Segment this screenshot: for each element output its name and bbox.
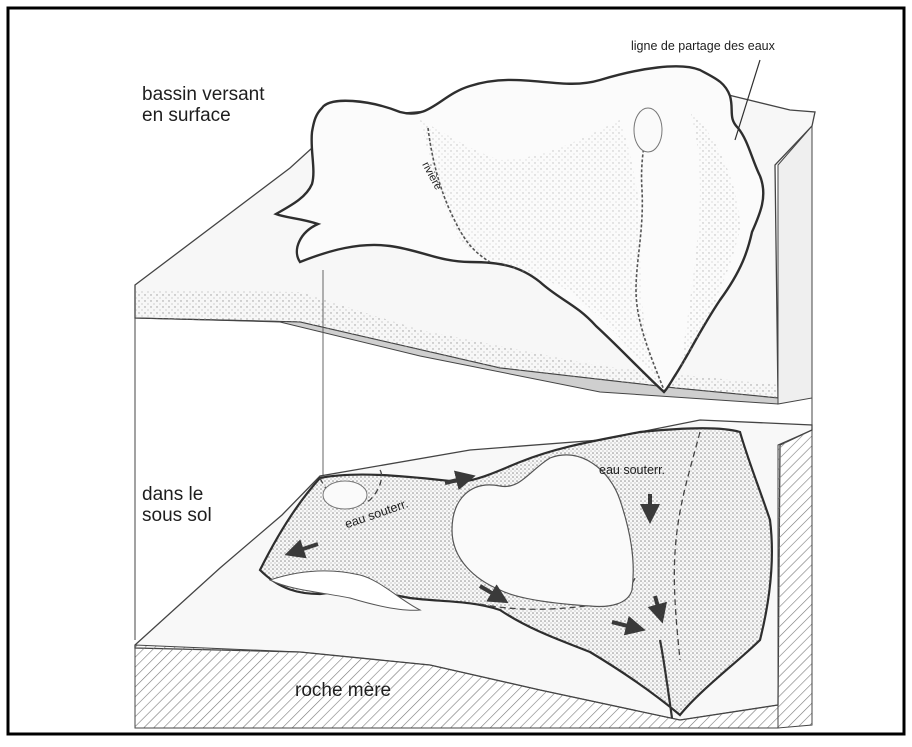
upper-block-right-face — [778, 126, 812, 404]
label-surface-basin-text: bassin versant en surface — [142, 84, 265, 126]
label-subsoil-text: dans le sous sol — [142, 484, 212, 526]
label-surface-basin: bassin versant en surface — [142, 84, 265, 126]
label-groundwater-right: eau souterr. — [599, 463, 665, 477]
label-bedrock: roche mère — [295, 680, 391, 701]
hill-knob — [634, 108, 662, 152]
small-knob — [323, 481, 367, 509]
label-subsoil: dans le sous sol — [142, 484, 212, 526]
label-watershed-divide: ligne de partage des eaux — [631, 39, 775, 53]
lower-block-right-face — [778, 430, 812, 728]
